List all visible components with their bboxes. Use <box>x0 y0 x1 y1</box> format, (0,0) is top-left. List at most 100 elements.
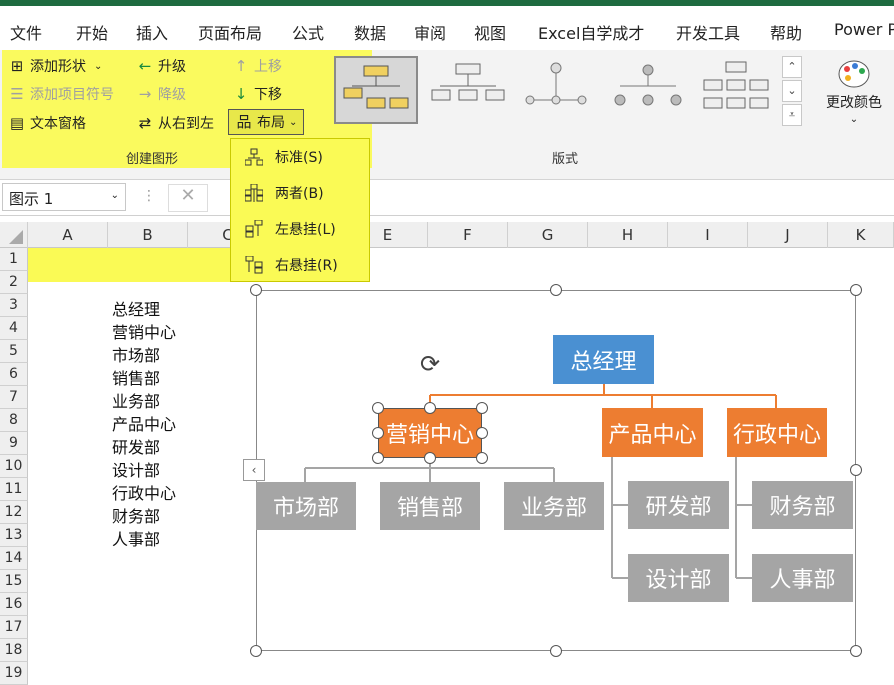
cell-b3[interactable]: 总经理 <box>112 300 161 319</box>
row-header[interactable]: 12 <box>0 501 28 524</box>
cell-b13[interactable]: 人事部 <box>112 530 161 549</box>
layout-both-item[interactable]: 两者(B) <box>231 175 371 211</box>
menu-review[interactable]: 审阅 <box>414 24 447 43</box>
promote-button[interactable]: ← 升级 <box>136 56 186 76</box>
row-header[interactable]: 7 <box>0 386 28 409</box>
org-node-center-selected[interactable]: 营销中心 <box>378 408 482 458</box>
menu-page-layout[interactable]: 页面布局 <box>198 24 263 43</box>
cell-b4[interactable]: 营销中心 <box>112 323 177 342</box>
menu-data[interactable]: 数据 <box>354 24 387 43</box>
row-header[interactable]: 9 <box>0 432 28 455</box>
move-down-button[interactable]: ↓ 下移 <box>232 84 282 104</box>
select-all-corner[interactable] <box>0 222 28 248</box>
column-header[interactable]: H <box>588 222 668 248</box>
text-pane-button[interactable]: ▤ 文本窗格 <box>9 114 86 132</box>
cell-b10[interactable]: 设计部 <box>112 461 161 480</box>
node-resize-handle[interactable] <box>372 427 384 439</box>
row-header[interactable]: 2 <box>0 271 28 294</box>
layout-option-3[interactable] <box>516 56 600 124</box>
node-resize-handle[interactable] <box>424 402 436 414</box>
row-header[interactable]: 6 <box>0 363 28 386</box>
cell-b9[interactable]: 研发部 <box>112 438 161 457</box>
column-header[interactable]: B <box>108 222 188 248</box>
column-header[interactable]: F <box>428 222 508 248</box>
menu-view[interactable]: 视图 <box>474 24 507 43</box>
org-node-dept[interactable]: 研发部 <box>628 481 729 529</box>
column-header[interactable]: E <box>348 222 428 248</box>
org-node-dept[interactable]: 业务部 <box>504 482 604 530</box>
menu-developer[interactable]: 开发工具 <box>676 24 741 43</box>
cancel-icon[interactable]: ✕ <box>168 184 208 212</box>
node-resize-handle[interactable] <box>476 452 488 464</box>
resize-handle[interactable] <box>250 645 262 657</box>
gallery-scroll-up[interactable]: ⌃ <box>782 56 802 78</box>
layout-option-5[interactable] <box>696 56 780 124</box>
column-header[interactable]: I <box>668 222 748 248</box>
node-resize-handle[interactable] <box>476 427 488 439</box>
column-header[interactable]: G <box>508 222 588 248</box>
layout-option-1[interactable] <box>334 56 418 124</box>
node-resize-handle[interactable] <box>424 452 436 464</box>
row-header[interactable]: 11 <box>0 478 28 501</box>
row-header[interactable]: 4 <box>0 317 28 340</box>
text-pane-toggle[interactable]: ‹ <box>243 459 265 481</box>
column-header[interactable]: A <box>28 222 108 248</box>
row-header[interactable]: 8 <box>0 409 28 432</box>
resize-handle[interactable] <box>850 284 862 296</box>
org-node-center[interactable]: 行政中心 <box>727 408 827 457</box>
name-box[interactable]: 图示 1 ⌄ <box>2 183 126 211</box>
row-header[interactable]: 16 <box>0 593 28 616</box>
layout-left-hanging-item[interactable]: 左悬挂(L) <box>231 211 371 247</box>
gallery-scroll-down[interactable]: ⌄ <box>782 80 802 102</box>
demote-button[interactable]: → 降级 <box>136 84 186 104</box>
layout-right-hanging-item[interactable]: 右悬挂(R) <box>231 247 371 283</box>
resize-handle[interactable] <box>850 464 862 476</box>
layout-button[interactable]: 品 布局 ⌄ <box>228 109 305 135</box>
row-header[interactable]: 3 <box>0 294 28 317</box>
menu-formulas[interactable]: 公式 <box>292 24 325 43</box>
layout-option-2[interactable] <box>428 56 512 124</box>
node-resize-handle[interactable] <box>372 402 384 414</box>
gallery-more[interactable]: ⩡ <box>782 104 802 126</box>
change-colors-button[interactable]: 更改颜色 ⌄ <box>826 58 882 125</box>
row-header[interactable]: 15 <box>0 570 28 593</box>
org-node-dept[interactable]: 销售部 <box>380 482 480 530</box>
row-header[interactable]: 1 <box>0 248 28 271</box>
row-header[interactable]: 14 <box>0 547 28 570</box>
resize-handle[interactable] <box>550 645 562 657</box>
cell-b6[interactable]: 销售部 <box>112 369 161 388</box>
org-node-center[interactable]: 产品中心 <box>602 408 703 457</box>
menu-home[interactable]: 开始 <box>76 24 109 43</box>
layout-standard-item[interactable]: 标准(S) <box>231 139 371 175</box>
layout-option-4[interactable] <box>608 56 692 124</box>
node-resize-handle[interactable] <box>372 452 384 464</box>
resize-handle[interactable] <box>550 284 562 296</box>
org-node-dept[interactable]: 财务部 <box>752 481 853 529</box>
add-shape-button[interactable]: ⊞ 添加形状 ⌄ <box>8 56 103 76</box>
row-header[interactable]: 10 <box>0 455 28 478</box>
row-header[interactable]: 18 <box>0 639 28 662</box>
cell-b8[interactable]: 产品中心 <box>112 415 177 434</box>
cell-b7[interactable]: 业务部 <box>112 392 161 411</box>
resize-handle[interactable] <box>250 284 262 296</box>
cell-b11[interactable]: 行政中心 <box>112 484 177 503</box>
row-header[interactable]: 17 <box>0 616 28 639</box>
org-node-root[interactable]: 总经理 <box>553 335 654 384</box>
cell-b12[interactable]: 财务部 <box>112 507 161 526</box>
add-bullet-button[interactable]: ☰ 添加项目符号 <box>8 84 114 104</box>
menu-excel-tutorial[interactable]: Excel自学成才 <box>538 24 645 43</box>
resize-handle[interactable] <box>850 645 862 657</box>
menu-power-pivot[interactable]: Power P <box>834 20 894 39</box>
row-header[interactable]: 19 <box>0 662 28 685</box>
cell-b5[interactable]: 市场部 <box>112 346 161 365</box>
org-node-dept[interactable]: 设计部 <box>628 554 729 602</box>
move-up-button[interactable]: ↑ 上移 <box>232 56 282 76</box>
row-header[interactable]: 5 <box>0 340 28 363</box>
org-node-dept[interactable]: 市场部 <box>256 482 356 530</box>
menu-help[interactable]: 帮助 <box>770 24 803 43</box>
menu-insert[interactable]: 插入 <box>136 24 169 43</box>
node-resize-handle[interactable] <box>476 402 488 414</box>
rotate-handle-icon[interactable]: ⟳ <box>419 350 441 378</box>
org-node-dept[interactable]: 人事部 <box>752 554 853 602</box>
right-to-left-button[interactable]: ⇄ 从右到左 <box>136 113 214 133</box>
